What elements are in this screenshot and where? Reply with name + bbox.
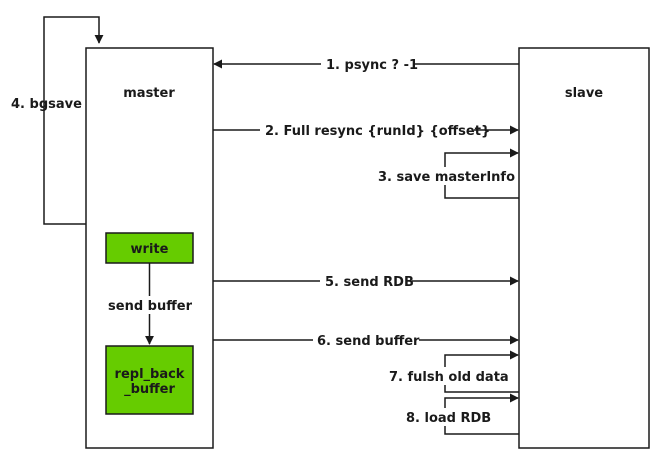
full-resync-label: 2. Full resync {runId} {offset}	[265, 124, 490, 139]
repl-back-buffer-label-line2: _buffer	[124, 382, 175, 397]
load-rdb-label: 8. load RDB	[406, 411, 491, 426]
psync-label: 1. psync ? -1	[326, 58, 418, 73]
master-label: master	[123, 86, 175, 101]
save-master-info-label: 3. save masterInfo	[378, 170, 515, 185]
internal-send-buffer-label: send buffer	[108, 299, 193, 314]
flush-old-data-edge: 7. fulsh old data	[384, 350, 519, 393]
full-resync-edge: 2. Full resync {runId} {offset}	[213, 121, 519, 139]
flush-old-data-label: 7. fulsh old data	[389, 370, 509, 385]
slave-node: slave	[518, 47, 650, 449]
send-buffer-label: 6. send buffer	[317, 334, 420, 349]
bgsave-loop-edge: 4. bgsave	[11, 16, 104, 225]
repl-back-buffer-label-line1: repl_back	[115, 367, 185, 382]
send-rdb-label: 5. send RDB	[325, 275, 414, 290]
internal-send-buffer-edge: send buffer	[106, 263, 194, 345]
repl-back-buffer-node: repl_back _buffer	[105, 345, 194, 415]
bgsave-label: 4. bgsave	[11, 97, 82, 112]
write-label: write	[131, 242, 169, 257]
write-node: write	[105, 232, 194, 264]
send-rdb-edge: 5. send RDB	[213, 272, 519, 290]
send-buffer-edge: 6. send buffer	[213, 331, 519, 349]
slave-label: slave	[565, 86, 603, 101]
save-master-info-edge: 3. save masterInfo	[374, 148, 519, 199]
psync-edge: 1. psync ? -1	[213, 55, 519, 73]
load-rdb-edge: 8. load RDB	[402, 393, 519, 435]
